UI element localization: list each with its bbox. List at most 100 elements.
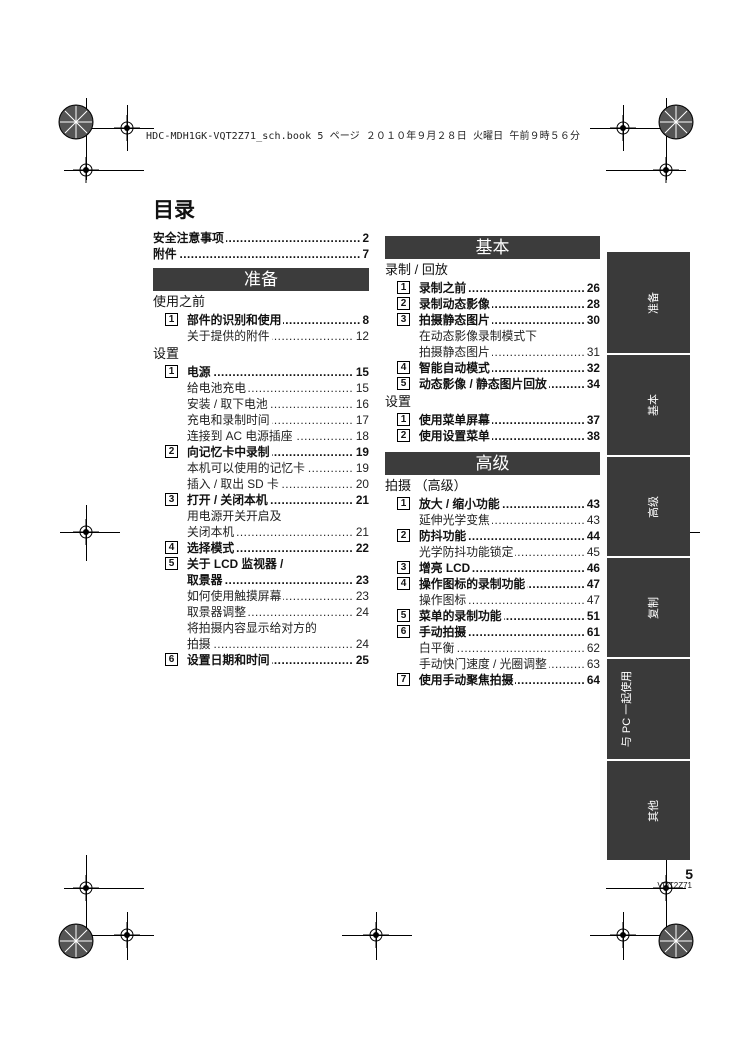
- registration-mark-icon: [610, 115, 636, 141]
- step-number-badge: 1: [165, 365, 178, 379]
- registration-mark-icon: [610, 922, 636, 948]
- toc-entry[interactable]: ........................................…: [187, 380, 369, 396]
- left-column: 使用之前 1...................................…: [153, 292, 369, 668]
- group-heading: 拍摄 （高级）: [385, 478, 467, 493]
- toc-entry[interactable]: 1.......................................…: [165, 312, 369, 328]
- toc-entry[interactable]: 6.......................................…: [397, 624, 600, 640]
- toc-entry[interactable]: ........................................…: [153, 230, 369, 246]
- group-heading: 使用之前: [153, 294, 206, 309]
- step-number-badge: 3: [397, 313, 410, 327]
- registration-mark-icon: [114, 922, 140, 948]
- step-number-badge: 1: [165, 313, 178, 327]
- step-number-badge: 1: [397, 497, 410, 511]
- toc-entry[interactable]: ........................................…: [187, 328, 369, 344]
- toc-entry[interactable]: 3.......................................…: [397, 312, 600, 328]
- registration-mark-icon: [73, 519, 99, 545]
- registration-mark-icon: [114, 115, 140, 141]
- step-number-badge: 1: [397, 281, 410, 295]
- toc-entry[interactable]: 5.......................................…: [397, 608, 600, 624]
- right-column-basic: 录制 / 回放 1................................…: [385, 260, 600, 444]
- step-number-badge: 7: [397, 673, 410, 687]
- document-code: VQT2Z71: [657, 881, 692, 890]
- step-number-badge: 6: [165, 653, 178, 667]
- toc-entry[interactable]: ........................................…: [187, 588, 369, 604]
- toc-entry[interactable]: ........................................…: [419, 544, 600, 560]
- step-number-badge: 5: [397, 377, 410, 391]
- step-number-badge: 2: [165, 445, 178, 459]
- color-target-icon: [658, 104, 694, 140]
- toc-entry[interactable]: ........................................…: [187, 428, 369, 444]
- section-bar-advanced: 高级: [385, 452, 600, 475]
- step-number-badge: 3: [165, 493, 178, 507]
- step-number-badge: 6: [397, 625, 410, 639]
- toc-entry[interactable]: ........................................…: [419, 592, 600, 608]
- toc-entry[interactable]: 2.......................................…: [397, 428, 600, 444]
- step-number-badge: 3: [397, 561, 410, 575]
- toc-entry[interactable]: 5.......................................…: [397, 376, 600, 392]
- section-bar-basic: 基本: [385, 236, 600, 259]
- toc-entry[interactable]: 4.......................................…: [165, 540, 369, 556]
- registration-mark-icon: [73, 875, 99, 901]
- toc-entry[interactable]: 1.......................................…: [397, 412, 600, 428]
- toc-entry[interactable]: 4.......................................…: [397, 360, 600, 376]
- toc-entry[interactable]: 2.......................................…: [397, 528, 600, 544]
- toc-entry[interactable]: 4.......................................…: [397, 576, 600, 592]
- toc-entry[interactable]: ........................................…: [419, 656, 600, 672]
- toc-entry[interactable]: ........................................…: [187, 572, 369, 588]
- registration-mark-icon: [653, 875, 679, 901]
- toc-entry[interactable]: 2.......................................…: [165, 444, 369, 460]
- side-tab-copy[interactable]: 复制: [607, 558, 690, 657]
- toc-entry[interactable]: ........................................…: [187, 604, 369, 620]
- toc-entry[interactable]: 1.......................................…: [165, 364, 369, 380]
- toc-entry[interactable]: ........................................…: [419, 344, 600, 360]
- color-target-icon: [658, 923, 694, 959]
- toc-entry[interactable]: 用电源开关开启及: [187, 508, 284, 524]
- toc-entry[interactable]: 1.......................................…: [397, 496, 600, 512]
- toc-entry[interactable]: 1.......................................…: [397, 280, 600, 296]
- section-bar-prep: 准备: [153, 268, 369, 291]
- toc-entry[interactable]: ........................................…: [187, 524, 369, 540]
- group-heading: 录制 / 回放: [385, 262, 448, 277]
- color-target-icon: [58, 104, 94, 140]
- step-number-badge: 5: [165, 557, 178, 571]
- registration-mark-icon: [363, 922, 389, 948]
- step-number-badge: 1: [397, 413, 410, 427]
- side-tab-basic[interactable]: 基本: [607, 355, 690, 455]
- toc-entry[interactable]: ........................................…: [187, 396, 369, 412]
- page-number: 5: [685, 866, 693, 882]
- toc-entry[interactable]: 在动态影像录制模式下: [419, 328, 539, 344]
- side-tab-prep[interactable]: 准备: [607, 252, 690, 353]
- toc-entry[interactable]: ........................................…: [419, 640, 600, 656]
- side-tab-pc[interactable]: 与 PC 一起使用: [607, 659, 690, 759]
- step-number-badge: 2: [397, 529, 410, 543]
- toc-entry[interactable]: ........................................…: [419, 512, 600, 528]
- top-links: ........................................…: [153, 230, 369, 262]
- group-heading: 设置: [153, 346, 180, 361]
- toc-entry[interactable]: 3.......................................…: [165, 492, 369, 508]
- toc-entry[interactable]: 7.......................................…: [397, 672, 600, 688]
- toc-entry[interactable]: 6.......................................…: [165, 652, 369, 668]
- step-number-badge: 4: [165, 541, 178, 555]
- print-header-line: HDC-MDH1GK-VQT2Z71_sch.book 5 ページ ２０１０年９…: [146, 131, 581, 142]
- group-heading: 设置: [385, 394, 412, 409]
- toc-entry[interactable]: ........................................…: [153, 246, 369, 262]
- step-number-badge: 4: [397, 361, 410, 375]
- registration-mark-icon: [73, 157, 99, 183]
- toc-entry[interactable]: ........................................…: [187, 412, 369, 428]
- color-target-icon: [58, 923, 94, 959]
- registration-mark-icon: [653, 157, 679, 183]
- toc-entry[interactable]: 将拍摄内容显示给对方的: [187, 620, 319, 636]
- toc-entry[interactable]: ........................................…: [187, 476, 369, 492]
- toc-entry[interactable]: 3.......................................…: [397, 560, 600, 576]
- toc-entry[interactable]: ........................................…: [187, 636, 369, 652]
- step-number-badge: 2: [397, 297, 410, 311]
- side-tab-advanced[interactable]: 高级: [607, 457, 690, 556]
- step-number-badge: 2: [397, 429, 410, 443]
- step-number-badge: 5: [397, 609, 410, 623]
- toc-entry[interactable]: 2.......................................…: [397, 296, 600, 312]
- side-tab-other[interactable]: 其他: [607, 761, 690, 860]
- step-number-badge: 4: [397, 577, 410, 591]
- toc-entry[interactable]: ........................................…: [187, 460, 369, 476]
- right-column-advanced: 拍摄 （高级） 1................................…: [385, 476, 600, 688]
